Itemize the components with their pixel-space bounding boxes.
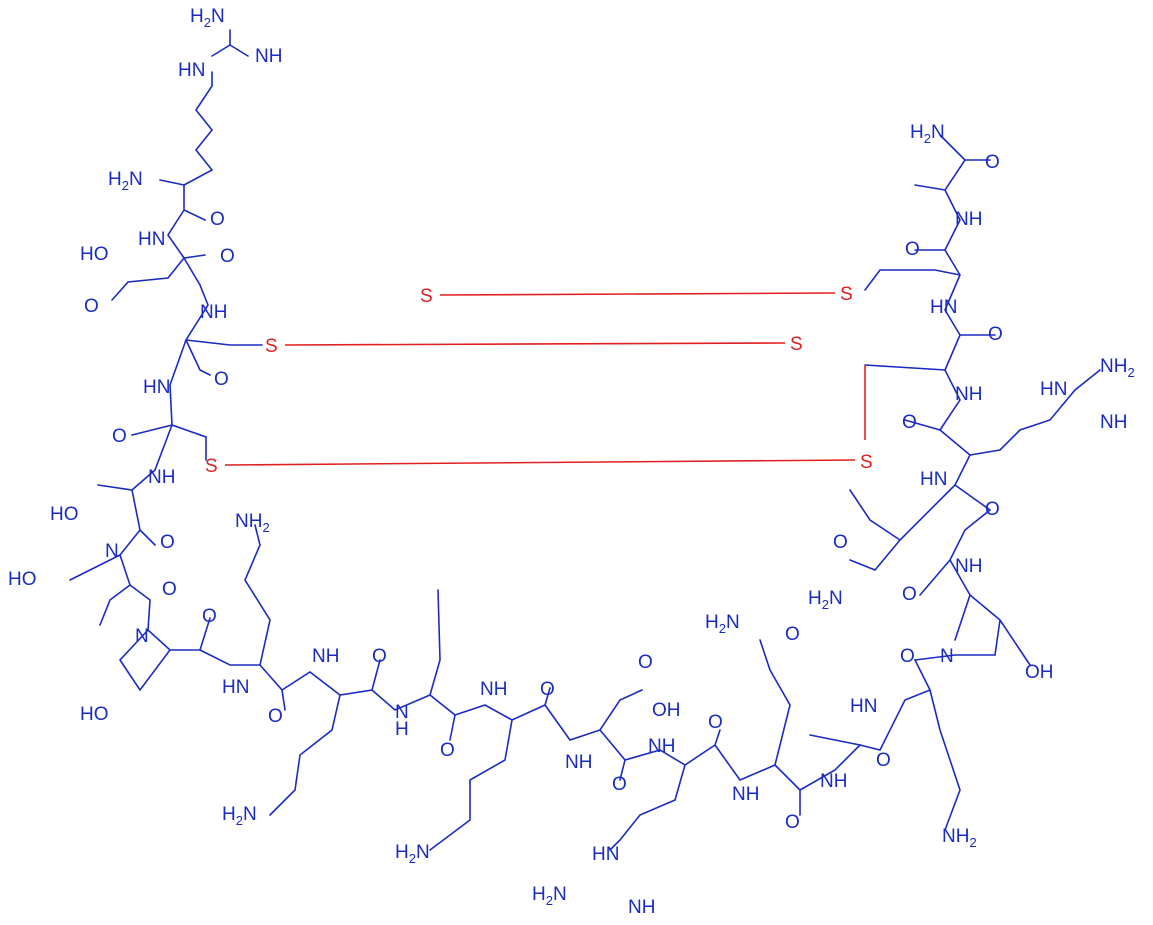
bond bbox=[118, 524, 271, 692]
atom-label: O bbox=[220, 246, 235, 267]
atom-label: O bbox=[638, 652, 653, 673]
bond bbox=[914, 454, 1031, 666]
atom-label: O bbox=[902, 584, 917, 605]
bond bbox=[259, 659, 381, 816]
atom-label: NH bbox=[628, 897, 655, 918]
atom-label: HN bbox=[222, 677, 249, 698]
bond bbox=[183, 29, 249, 186]
atom-label: O bbox=[708, 712, 723, 733]
atom-label: HO bbox=[8, 569, 37, 590]
bond bbox=[849, 369, 1101, 571]
atom-label: HN bbox=[850, 696, 877, 717]
atom-label: O bbox=[202, 606, 217, 627]
sulfur-atom-label: S bbox=[205, 456, 218, 477]
atom-label: H bbox=[395, 719, 409, 740]
atom-label: O bbox=[785, 812, 800, 833]
atom-label: NH2 bbox=[235, 511, 270, 535]
sulfur-atom-label: S bbox=[790, 334, 803, 355]
atom-label: O bbox=[785, 624, 800, 645]
atom-label: NH bbox=[648, 736, 675, 757]
bond bbox=[429, 689, 643, 851]
atom-label: HO bbox=[50, 504, 79, 525]
bond bbox=[609, 639, 791, 851]
disulfide-bond bbox=[224, 459, 856, 466]
bond bbox=[864, 249, 996, 431]
atom-label: NH bbox=[955, 209, 982, 230]
atom-label: O bbox=[210, 209, 225, 230]
atom-label: NH bbox=[955, 556, 982, 577]
atom-label: NH bbox=[148, 467, 175, 488]
atom-label: O bbox=[440, 740, 455, 761]
atom-label: OH bbox=[1025, 662, 1054, 683]
atom-label: NH bbox=[1100, 412, 1127, 433]
atom-label: O bbox=[985, 152, 1000, 173]
atom-label: N bbox=[395, 702, 409, 723]
atom-label: O bbox=[214, 369, 229, 390]
atom-label: O bbox=[112, 426, 127, 447]
atom-label: NH bbox=[200, 302, 227, 323]
atom-label: H2N bbox=[532, 884, 567, 908]
atom-label: NH bbox=[820, 771, 847, 792]
atom-label: HN bbox=[178, 60, 205, 81]
atom-label: NH bbox=[312, 646, 339, 667]
atom-label: O bbox=[833, 532, 848, 553]
atom-label: O bbox=[900, 646, 915, 667]
bond-layer bbox=[69, 29, 1101, 851]
disulfide-layer bbox=[224, 292, 866, 466]
atom-label: NH2 bbox=[1100, 356, 1135, 380]
atom-label: H2N bbox=[705, 612, 740, 636]
atom-label: NH bbox=[955, 384, 982, 405]
sulfur-atom-label: S bbox=[265, 336, 278, 357]
disulfide-bond bbox=[284, 342, 786, 346]
atom-label: H2N bbox=[108, 169, 143, 193]
atom-label: HN bbox=[920, 469, 947, 490]
atom-label: N bbox=[940, 646, 954, 667]
atom-label: N bbox=[105, 541, 119, 562]
sulfur-atom-label: S bbox=[420, 286, 433, 307]
atom-label: NH bbox=[255, 46, 282, 67]
atom-label: OH bbox=[652, 700, 681, 721]
atom-label: H2N bbox=[808, 588, 843, 612]
atom-label: HO bbox=[80, 704, 109, 725]
atom-label: O bbox=[160, 532, 175, 553]
atom-label: HO bbox=[80, 244, 109, 265]
sulfur-atom-label: S bbox=[840, 284, 853, 305]
atom-label: O bbox=[902, 412, 917, 433]
atom-label: O bbox=[372, 646, 387, 667]
atom-label: O bbox=[268, 706, 283, 727]
atom-label: O bbox=[876, 750, 891, 771]
atom-label: NH bbox=[732, 784, 759, 805]
atom-label: O bbox=[84, 296, 99, 317]
atom-label: NH bbox=[480, 679, 507, 700]
atom-label: HN bbox=[1040, 379, 1067, 400]
atom-label: HN bbox=[592, 844, 619, 865]
atom-label: H2N bbox=[910, 122, 945, 146]
atom-label: H2N bbox=[222, 804, 257, 828]
atom-label: O bbox=[985, 499, 1000, 520]
bond bbox=[774, 659, 961, 831]
disulfide-bond bbox=[439, 292, 836, 296]
atom-label: O bbox=[540, 679, 555, 700]
atom-label: O bbox=[612, 774, 627, 795]
sulfur-atom-label: S bbox=[860, 452, 873, 473]
atom-label: HN bbox=[138, 229, 165, 250]
atom-label: HN bbox=[143, 377, 170, 398]
bond bbox=[69, 424, 173, 626]
atom-label: H2N bbox=[395, 842, 430, 866]
atom-label: NH bbox=[565, 752, 592, 773]
atom-label: N bbox=[135, 626, 149, 647]
atom-label: O bbox=[162, 579, 177, 600]
atom-label: O bbox=[988, 324, 1003, 345]
atom-label: HN bbox=[930, 297, 957, 318]
atom-label: H2N bbox=[190, 6, 225, 30]
bond bbox=[131, 284, 263, 461]
bond bbox=[111, 179, 206, 301]
bond bbox=[914, 134, 991, 251]
atom-label: O bbox=[905, 239, 920, 260]
atom-label: NH2 bbox=[942, 826, 977, 850]
